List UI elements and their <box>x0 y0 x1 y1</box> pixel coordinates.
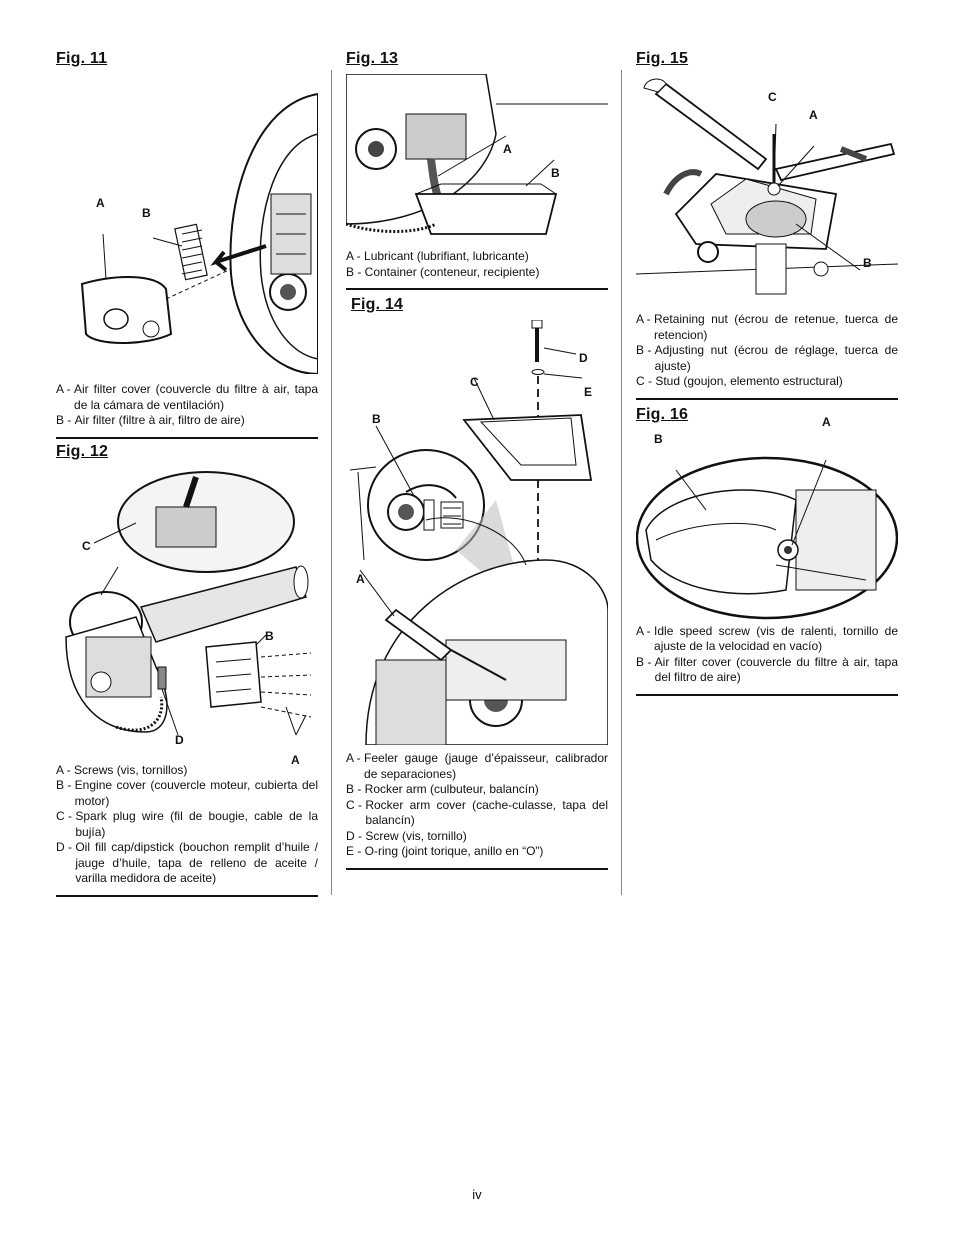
figure-12-callout-a: A <box>291 752 300 767</box>
legend-item: C - Spark plug wire (fil de bougie, cabl… <box>56 809 318 839</box>
figure-14-legend: A - Feeler gauge (jauge d’épaisseur, cal… <box>346 751 608 860</box>
column-divider-2 <box>621 70 622 895</box>
figure-11: Fig. 11 <box>56 50 318 439</box>
figure-15-title: Fig. 15 <box>636 50 689 67</box>
legend-item: D - Screw (vis, tornillo) <box>346 828 467 843</box>
figure-14-illustration <box>349 320 608 745</box>
figure-15-callout-c: C <box>768 90 777 104</box>
legend-item: A - Lubricant (lubrifiant, lubricante) <box>346 249 529 263</box>
figure-11-callout-a: A <box>96 196 105 210</box>
legend-item: B - Air filter cover (couvercle du filtr… <box>636 654 898 685</box>
figure-15-legend: A - Retaining nut (écrou de retenue, tue… <box>636 312 898 390</box>
figure-16-callout-a: A <box>822 414 831 429</box>
figure-12-callout-c: C <box>82 538 91 553</box>
figure-11-rule <box>56 436 318 439</box>
page-number: iv <box>472 1187 482 1202</box>
figure-16-title: Fig. 16 <box>636 405 689 423</box>
legend-item: C - Stud (goujon, elemento estructural) <box>636 374 843 388</box>
figure-15-rule <box>636 397 898 400</box>
figure-16-legend: A - Idle speed screw (vis de ralenti, to… <box>636 624 898 686</box>
figure-11-legend: A - Air filter cover (couvercle du filtr… <box>56 382 318 429</box>
figure-15-callout-a: A <box>809 108 818 122</box>
figure-13-callout-a: A <box>503 142 512 156</box>
figure-15-illustration <box>636 78 898 295</box>
legend-item: B - Rocker arm (culbuteur, balancín) <box>346 782 539 796</box>
legend-item: A - Idle speed screw (vis de ralenti, to… <box>636 623 898 654</box>
figure-12-callout-d: D <box>175 732 184 747</box>
legend-item: A - Retaining nut (écrou de retenue, tue… <box>636 312 898 342</box>
legend-item: B - Air filter (filtre à air, filtro de … <box>56 413 245 427</box>
figure-11-callout-b: B <box>142 206 151 220</box>
figure-16-rule <box>636 693 898 696</box>
figure-14-callout-d: D <box>579 351 588 365</box>
figure-12-legend: A - Screws (vis, tornillos) B - Engine c… <box>56 763 318 887</box>
legend-item: A - Air filter cover (couvercle du filtr… <box>56 382 318 412</box>
figure-13: Fig. 13 A B A - Lubricant (lubrifiant, l… <box>346 50 608 290</box>
figure-14-callout-e: E <box>584 385 593 399</box>
figure-11-title: Fig. 11 <box>56 50 108 67</box>
figure-14-callout-c: C <box>470 375 479 389</box>
figure-14-callout-b: B <box>372 412 381 426</box>
figure-13-legend: A - Lubricant (lubrifiant, lubricante) B… <box>346 249 608 280</box>
figure-12-rule <box>56 894 318 897</box>
figure-13-title: Fig. 13 <box>346 50 399 67</box>
figure-12: Fig. 12 <box>56 443 318 897</box>
figure-13-rule <box>346 288 608 290</box>
legend-item: A - Screws (vis, tornillos) <box>56 762 188 777</box>
figure-13-callout-b: B <box>551 166 560 180</box>
column-middle: Fig. 13 A B A - Lubricant (lubrifiant, l… <box>346 50 608 870</box>
legend-item: A - Feeler gauge (jauge d’épaisseur, cal… <box>346 751 608 781</box>
legend-item: B - Engine cover (couvercle moteur, cubi… <box>56 778 318 808</box>
figure-13-illustration <box>346 74 608 235</box>
figure-12-callout-b: B <box>265 628 274 643</box>
column-left: Fig. 11 <box>56 50 318 897</box>
figure-16-callout-b: B <box>654 431 663 446</box>
legend-item: C - Rocker arm cover (cache-culasse, tap… <box>346 797 608 828</box>
figure-14: Fig. 14 <box>346 296 608 870</box>
figure-16: Fig. 16 B A A - Idle speed screw (vis de… <box>636 406 898 696</box>
figure-14-title: Fig. 14 <box>351 296 404 313</box>
figure-15-callout-b: B <box>863 256 872 270</box>
figure-12-illustration <box>65 470 312 735</box>
figure-12-title: Fig. 12 <box>56 442 109 460</box>
column-divider-1 <box>331 70 332 895</box>
legend-item: B - Adjusting nut (écrou de réglage, tue… <box>636 343 898 373</box>
figure-14-callout-a: A <box>356 572 365 586</box>
column-right: Fig. 15 C A <box>636 50 898 696</box>
figure-11-illustration <box>80 92 318 374</box>
legend-item: B - Container (conteneur, recipiente) <box>346 264 540 279</box>
legend-item: E - O-ring (joint torique, anillo en “O”… <box>346 844 544 858</box>
legend-item: D - Oil fill cap/dipstick (bouchon rempl… <box>56 840 318 885</box>
figure-15: Fig. 15 C A <box>636 50 898 400</box>
figure-14-rule <box>346 867 608 870</box>
figure-16-illustration <box>636 456 898 619</box>
